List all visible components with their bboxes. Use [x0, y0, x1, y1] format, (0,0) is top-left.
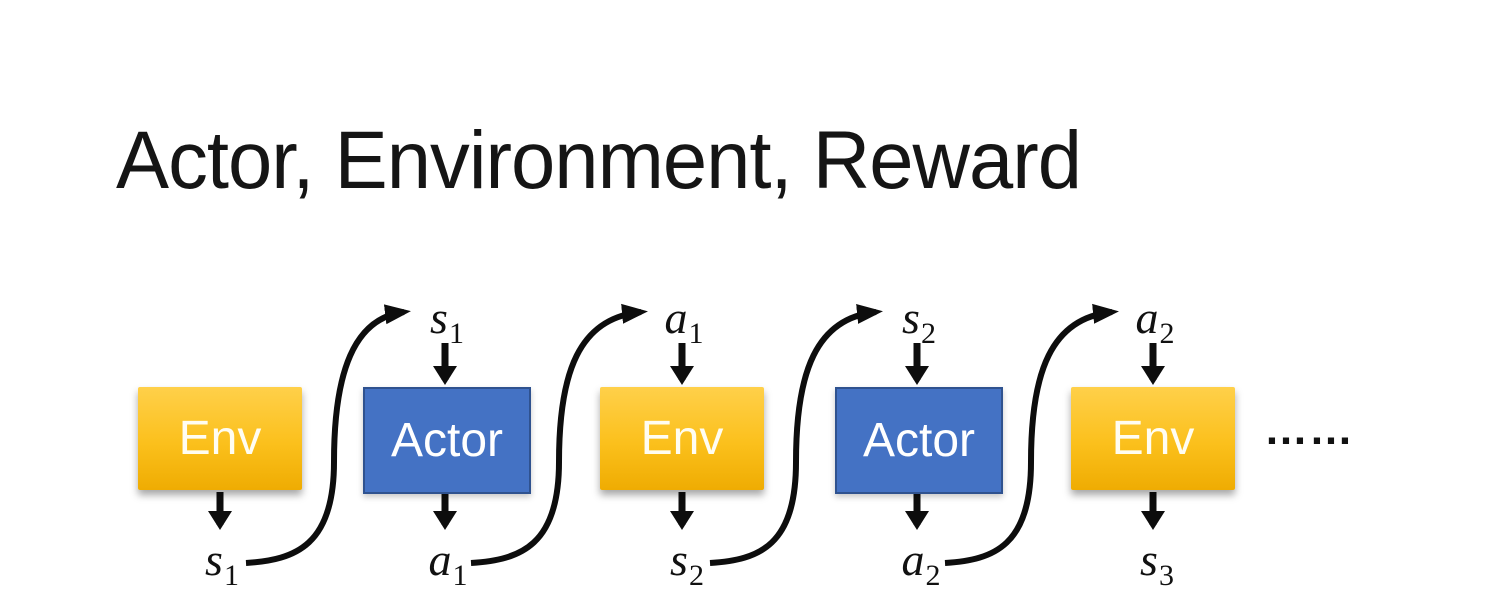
bottom-label-s1-base: s: [205, 534, 223, 585]
bottom-label-a2-sub: 2: [925, 559, 941, 592]
env-box-2: Env: [600, 387, 764, 490]
bottom-label-s3-base: s: [1140, 534, 1158, 585]
bottom-label-s1-sub: 1: [223, 559, 239, 592]
env-box-3-label: Env: [1111, 411, 1195, 465]
bottom-label-a2: a2: [902, 537, 941, 591]
bottom-label-s3-sub: 3: [1158, 559, 1174, 592]
top-label-a1-base: a: [664, 292, 688, 343]
top-label-s2: s2: [902, 295, 936, 349]
top-label-a2-sub: 2: [1159, 317, 1175, 350]
top-label-a1: a1: [665, 295, 704, 349]
top-label-s2-base: s: [902, 292, 920, 343]
actor-box-1: Actor: [363, 387, 531, 494]
env-box-1: Env: [138, 387, 302, 490]
top-label-a1-sub: 1: [688, 317, 704, 350]
top-label-s2-sub: 2: [920, 317, 936, 350]
top-label-a2-base: a: [1135, 292, 1159, 343]
bottom-label-s3: s3: [1140, 537, 1174, 591]
env-box-1-label: Env: [178, 411, 262, 465]
top-down-arrows: [433, 343, 1165, 385]
bottom-label-s1: s1: [205, 537, 239, 591]
actor-box-2-label: Actor: [862, 413, 976, 467]
env-box-3: Env: [1071, 387, 1235, 490]
bottom-down-arrows: [208, 492, 1165, 530]
top-label-s1: s1: [430, 295, 464, 349]
actor-box-1-label: Actor: [390, 413, 504, 467]
bottom-label-s2-base: s: [670, 534, 688, 585]
bottom-label-a1-sub: 1: [452, 559, 468, 592]
actor-box-2: Actor: [835, 387, 1003, 494]
bottom-label-a1-base: a: [428, 534, 452, 585]
ellipsis: ……: [1264, 405, 1354, 454]
bottom-label-a1: a1: [429, 537, 468, 591]
env-box-2-label: Env: [640, 411, 724, 465]
top-label-s1-base: s: [430, 292, 448, 343]
top-label-s1-sub: 1: [448, 317, 464, 350]
page-title: Actor, Environment, Reward: [116, 115, 1082, 206]
bottom-label-s2: s2: [670, 537, 704, 591]
top-label-a2: a2: [1136, 295, 1175, 349]
bottom-label-a2-base: a: [901, 534, 925, 585]
bottom-label-s2-sub: 2: [688, 559, 704, 592]
